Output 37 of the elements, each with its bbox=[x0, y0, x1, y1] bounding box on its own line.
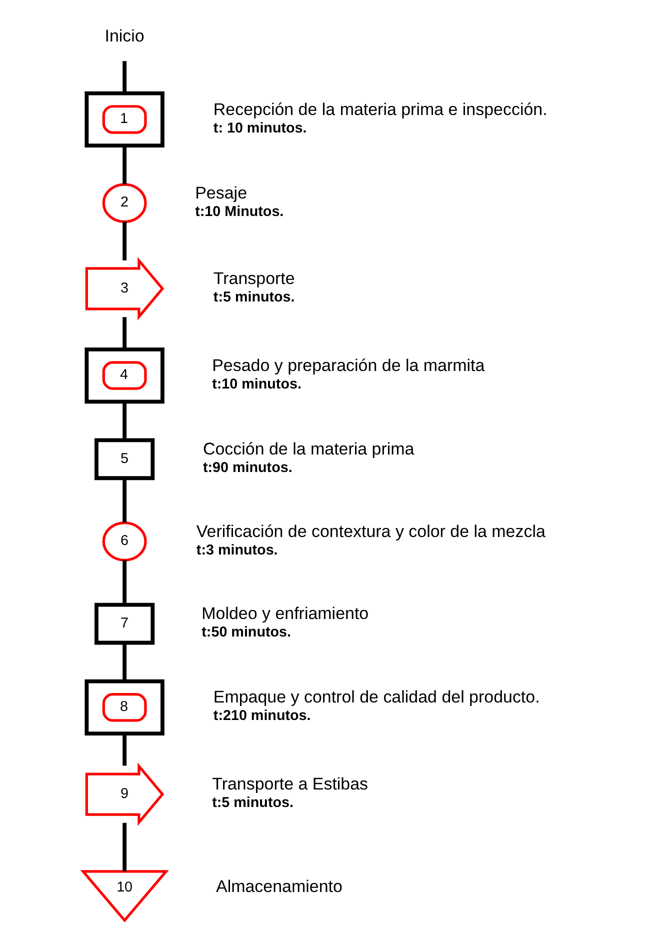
node-label: Transporte a Estibas bbox=[212, 774, 368, 794]
connector bbox=[122, 478, 126, 523]
node-label: t:5 minutos. bbox=[212, 795, 293, 812]
connector bbox=[122, 222, 126, 260]
node-text: Inicio bbox=[104, 26, 144, 46]
node-label: t:210 minutos. bbox=[212, 708, 310, 724]
node-label: Pesaje bbox=[194, 183, 247, 202]
connector bbox=[122, 560, 126, 605]
connector bbox=[122, 61, 126, 93]
node-label: Recepción de la materia prima e inspección. bbox=[212, 100, 547, 119]
connector bbox=[122, 317, 126, 349]
node-label: Cocción de la materia prima bbox=[202, 439, 414, 458]
node-label: Verificación de contextura y color de la mezcla bbox=[196, 522, 545, 541]
node-box: 5 bbox=[94, 438, 154, 480]
connector bbox=[122, 734, 126, 766]
node-label: t:10 minutos. bbox=[212, 376, 301, 392]
node-label: Moldeo y enfriamiento bbox=[201, 604, 368, 624]
node-label: t:90 minutos. bbox=[202, 460, 292, 476]
connector bbox=[122, 146, 126, 184]
node-label: t:3 minutos. bbox=[196, 542, 278, 558]
node-label: Pesado y preparación de la marmita bbox=[212, 356, 484, 375]
node-ellipse: 2 bbox=[102, 183, 146, 224]
node-box: 8 bbox=[84, 679, 164, 736]
node-label: Transporte bbox=[212, 268, 294, 288]
node-label: t:50 minutos. bbox=[201, 624, 291, 641]
node-box: 1 bbox=[84, 91, 164, 148]
node-label: Empaque y control de calidad del producto. bbox=[212, 688, 540, 707]
node-box: 7 bbox=[94, 602, 154, 645]
node-label: t:5 minutos. bbox=[212, 289, 294, 306]
connector bbox=[122, 643, 126, 682]
node-box: 4 bbox=[84, 347, 164, 404]
node-ellipse: 6 bbox=[102, 522, 146, 562]
connector bbox=[122, 402, 126, 440]
node-label: t:10 Minutos. bbox=[194, 204, 284, 220]
node-label: Almacenamiento bbox=[216, 877, 342, 896]
connector bbox=[122, 822, 126, 872]
node-label: t: 10 minutos. bbox=[212, 120, 306, 136]
